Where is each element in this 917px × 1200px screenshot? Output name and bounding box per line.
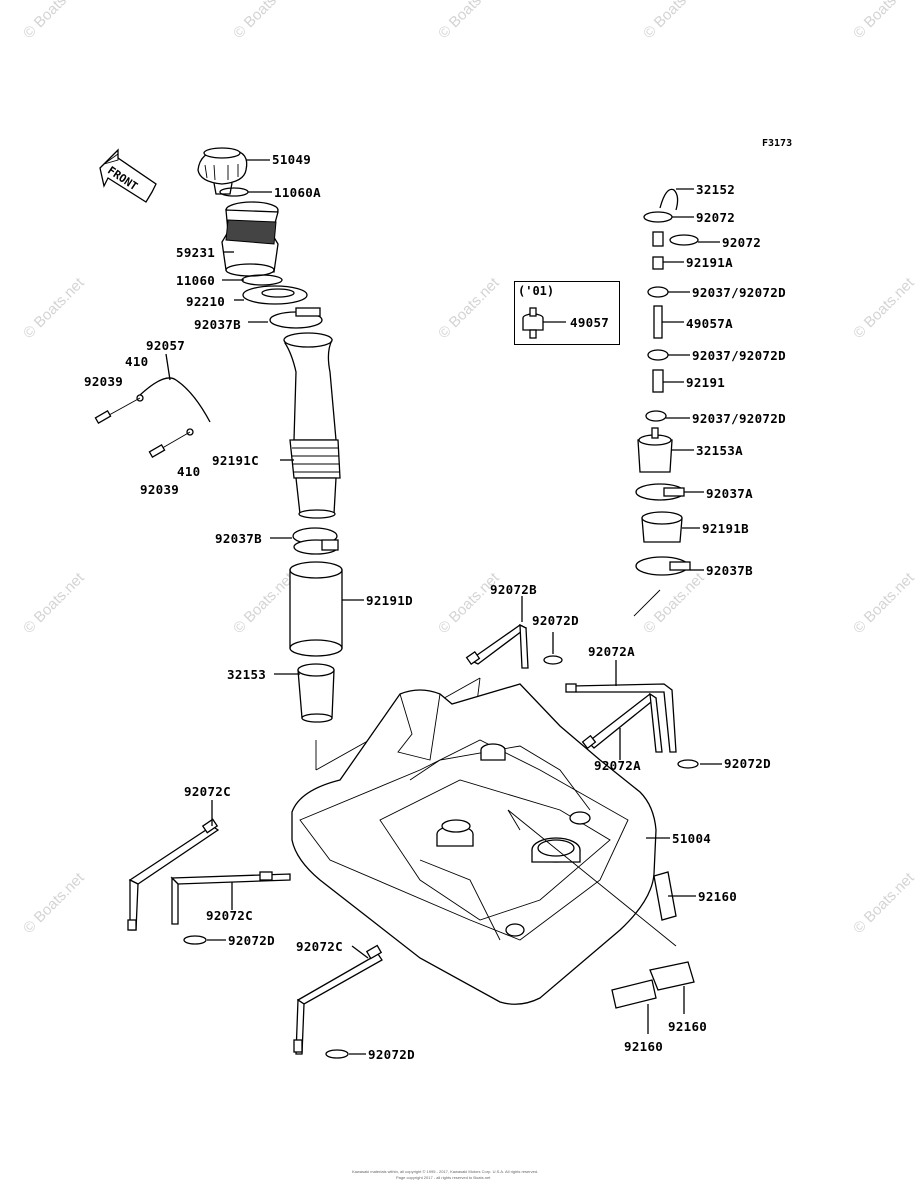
part-label: 92039	[140, 482, 180, 497]
filler-hose	[283, 332, 341, 519]
part-label: 92037A	[706, 486, 753, 501]
part-label: 51049	[272, 152, 312, 167]
hose-clamp	[292, 527, 339, 555]
pad-92160	[611, 871, 695, 1009]
part-label: 92160	[698, 889, 738, 904]
figure-code: F3173	[762, 138, 793, 149]
part-label: 32153A	[696, 443, 743, 458]
part-label: 92191	[686, 375, 726, 390]
part-label: 92072D	[368, 1047, 415, 1062]
part-label: 92191B	[702, 521, 749, 536]
part-label: 11060A	[274, 185, 321, 200]
strap-92072C-a	[127, 818, 220, 931]
part-label: 92039	[84, 374, 124, 389]
strap-92072C-c	[293, 944, 383, 1055]
part-label: 92191C	[212, 453, 259, 468]
flange	[242, 285, 308, 305]
fuel-cap	[197, 147, 248, 195]
part-label: 410	[177, 464, 201, 479]
copyright-line: Page copyright 2017 - all rights reserve…	[396, 1175, 491, 1180]
part-label: 92160	[668, 1019, 708, 1034]
hose-clamp	[269, 307, 323, 329]
variant-box-label: ('01)	[518, 284, 555, 298]
part-label: 92191A	[686, 255, 733, 270]
part-label: 92037B	[194, 317, 241, 332]
part-label: 32153	[227, 667, 267, 682]
part-label: 92160	[624, 1039, 664, 1054]
part-label: 32152	[696, 182, 736, 197]
strap-92072A	[565, 683, 677, 753]
part-label: 92072	[696, 210, 736, 225]
sleeve-hose	[289, 561, 343, 657]
part-label: 92037/92072D	[692, 285, 786, 300]
variant-box	[514, 281, 620, 345]
filler-neck	[221, 201, 279, 277]
part-label: 92057	[146, 338, 186, 353]
part-label: 49057	[570, 315, 610, 330]
part-label: 92191D	[366, 593, 413, 608]
copyright-line: Kawasaki materials within, all copyright…	[352, 1169, 539, 1174]
retaining-strap	[94, 377, 211, 458]
part-label: 92072D	[532, 613, 579, 628]
part-label: 92072C	[184, 784, 231, 799]
fuel-tank	[291, 683, 677, 1005]
part-label: 410	[125, 354, 149, 369]
part-label: 92072B	[490, 582, 537, 597]
part-label: 92072A	[594, 758, 641, 773]
part-label: 92072D	[724, 756, 771, 771]
part-label: 92072	[722, 235, 762, 250]
part-label: 59231	[176, 245, 216, 260]
strap-92072B	[465, 623, 529, 669]
part-label: 92037B	[706, 563, 753, 578]
part-label: 92072D	[228, 933, 275, 948]
part-label: 92210	[186, 294, 226, 309]
strap-92072C-b	[170, 871, 291, 925]
part-label: 92037/92072D	[692, 348, 786, 363]
part-label: 92037B	[215, 531, 262, 546]
part-label: 92072C	[296, 939, 343, 954]
part-label: 49057A	[686, 316, 733, 331]
vent-line	[633, 188, 699, 617]
part-label: 92072C	[206, 908, 253, 923]
part-label: 92037/92072D	[692, 411, 786, 426]
front-arrow-icon	[99, 148, 157, 203]
spigot-tube	[297, 663, 335, 723]
part-label: 51004	[672, 831, 712, 846]
check-valve-01	[522, 307, 544, 339]
part-label: 92072A	[588, 644, 635, 659]
part-label: 11060	[176, 273, 216, 288]
